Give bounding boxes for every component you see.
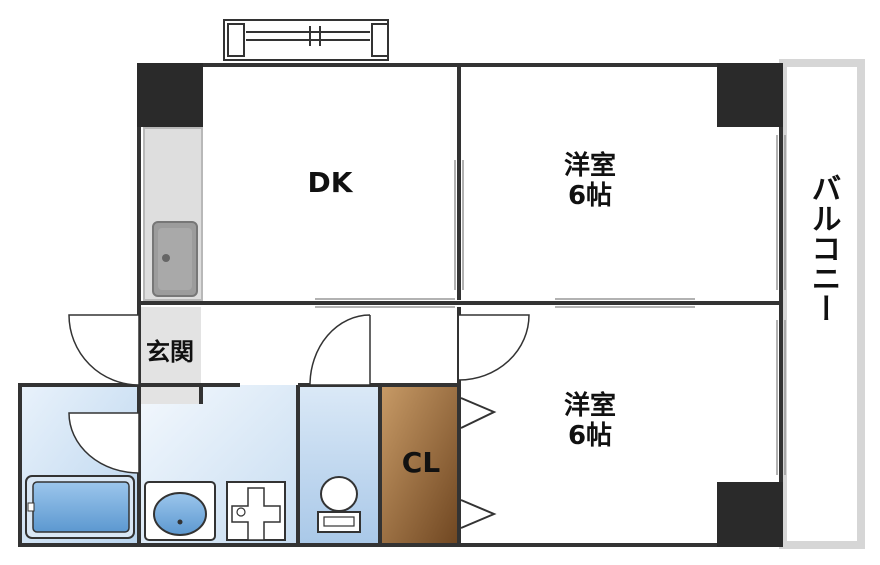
dk-label: DK (308, 166, 354, 199)
balcony-label: バルコニー (806, 173, 841, 323)
toilet-icon (317, 476, 361, 533)
bathtub-icon (25, 475, 135, 539)
window-top (223, 19, 389, 61)
structural-columns (137, 63, 783, 547)
kitchen-counter (143, 127, 203, 301)
sliding-doors (315, 135, 786, 475)
room-lower-label-line2: 6帖 (568, 421, 612, 451)
room-lower-label-line1: 洋室 (564, 390, 616, 421)
room-upper-label-line1: 洋室 (564, 150, 616, 181)
swing-doors (68, 314, 530, 474)
room-upper-label-line2: 6帖 (568, 181, 612, 211)
closet-floor (382, 385, 460, 545)
wash-basin-icon (144, 481, 216, 541)
entrance-label: 玄関 (146, 338, 194, 366)
washing-machine-icon (226, 481, 286, 541)
closet-label: CL (402, 446, 441, 479)
entrance-floor (141, 307, 201, 404)
closet-doors (460, 397, 497, 529)
